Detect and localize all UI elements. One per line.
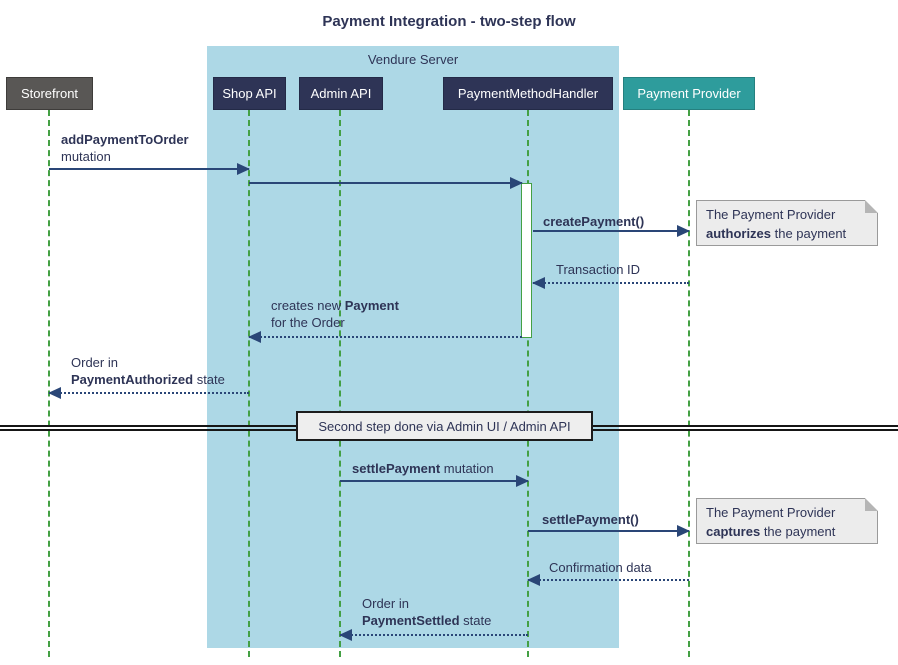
page-title: Payment Integration - two-step flow [322,13,576,30]
message-label-settle-payment-mutation: settlePayment mutation [352,461,494,476]
arrowhead-icon [248,331,261,343]
lifeline-storefront [48,110,50,657]
message-label-transaction-id: Transaction ID [556,262,641,277]
message-arrow-shop-to-handler [249,177,523,189]
lifeline-admin-api [339,110,341,657]
message-label-payment-authorized: Order in PaymentAuthorized state [71,355,225,387]
lifeline-payment-provider [688,110,690,657]
participant-label: PaymentMethodHandler [457,86,599,101]
message-arrow-create-payment [533,225,690,237]
vendure-server-label: Vendure Server [367,52,459,67]
participant-payment-method-handler: PaymentMethodHandler [443,77,613,110]
arrowhead-icon [237,163,250,175]
arrowhead-icon [527,574,540,586]
divider-label: Second step done via Admin UI / Admin AP… [318,418,571,434]
message-arrow-add-payment [49,163,250,175]
message-arrow-transaction-id [532,277,689,289]
message-arrow-payment-authorized [48,387,249,399]
note-authorizes: The Payment Provider authorizes the paym… [696,200,878,246]
message-label-add-payment: addPaymentToOrder mutation [61,132,189,164]
participant-label: Storefront [20,86,79,101]
vendure-server-frame [207,46,619,648]
lifeline-shop-api [248,110,250,657]
arrowhead-icon [677,525,690,537]
message-label-confirmation-data: Confirmation data [549,560,652,575]
participant-label: Payment Provider [637,86,741,101]
note-fold-icon [865,200,878,213]
participant-label: Admin API [310,86,372,101]
participant-admin-api: Admin API [299,77,383,110]
message-label-create-payment: createPayment() [543,214,645,229]
message-arrow-settle-payment-mutation [340,475,529,487]
note-captures: The Payment Provider captures the paymen… [696,498,878,544]
arrowhead-icon [339,629,352,641]
message-label-creates-payment: creates new Payment for the Order [271,298,399,330]
message-arrow-payment-settled [339,629,528,641]
message-arrow-creates-payment [248,331,522,343]
arrowhead-icon [677,225,690,237]
lifeline-payment-method-handler [527,110,529,657]
message-label-settle-payment-call: settlePayment() [542,512,639,527]
message-arrow-confirmation-data [527,574,689,586]
arrowhead-icon [48,387,61,399]
note-fold-icon [865,498,878,511]
participant-label: Shop API [222,86,277,101]
activation-bar [521,183,532,338]
message-arrow-settle-payment-call [528,525,690,537]
participant-payment-provider: Payment Provider [623,77,755,110]
arrowhead-icon [532,277,545,289]
participant-storefront: Storefront [6,77,93,110]
arrowhead-icon [510,177,523,189]
participant-shop-api: Shop API [213,77,286,110]
message-label-payment-settled: Order in PaymentSettled state [362,596,492,628]
arrowhead-icon [516,475,529,487]
divider-box: Second step done via Admin UI / Admin AP… [296,411,593,441]
